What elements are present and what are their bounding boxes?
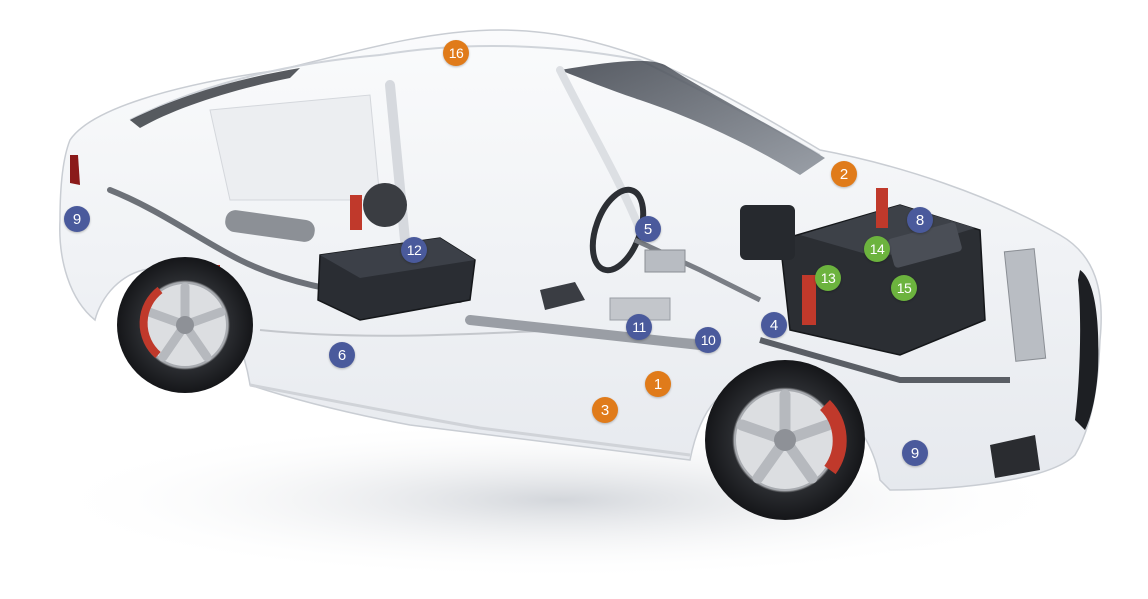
callout-marker-2[interactable]: 2: [831, 161, 857, 187]
fog-light: [990, 435, 1040, 478]
rear-brake-disc: [363, 183, 407, 227]
callout-marker-11[interactable]: 11: [626, 314, 652, 340]
callout-marker-9-front[interactable]: 9: [902, 440, 928, 466]
radiator: [1003, 248, 1047, 362]
callout-marker-16[interactable]: 16: [443, 40, 469, 66]
front-subframe: [759, 337, 1010, 383]
rear-upper-shock: [350, 195, 362, 230]
upper-coil-spring: [876, 188, 888, 228]
callout-marker-1[interactable]: 1: [645, 371, 671, 397]
intake-manifold: [888, 222, 962, 268]
seat: [540, 282, 585, 310]
front-wheel: [705, 360, 865, 520]
callout-marker-6[interactable]: 6: [329, 342, 355, 368]
windshield: [560, 60, 825, 175]
battery-top: [320, 238, 475, 278]
callout-marker-5[interactable]: 5: [635, 216, 661, 242]
callout-marker-15[interactable]: 15: [891, 275, 917, 301]
rear-window: [130, 68, 300, 128]
steering-rack: [644, 249, 686, 273]
front-grille: [1075, 270, 1099, 430]
rear-wheel: [117, 257, 253, 393]
rear-cabin-panel: [209, 94, 381, 201]
front-coil-spring: [802, 275, 816, 325]
callout-marker-8[interactable]: 8: [907, 207, 933, 233]
tail-light: [70, 155, 80, 185]
muffler: [225, 210, 315, 242]
b-pillar: [385, 80, 410, 245]
callout-marker-3[interactable]: 3: [592, 397, 618, 423]
callout-marker-14[interactable]: 14: [864, 236, 890, 262]
callout-marker-12[interactable]: 12: [401, 237, 427, 263]
air-box: [740, 205, 795, 260]
driveshaft: [465, 315, 705, 350]
a-pillar: [556, 66, 644, 234]
callout-marker-9-rear[interactable]: 9: [64, 206, 90, 232]
callout-marker-10[interactable]: 10: [695, 327, 721, 353]
rocker-panel: [249, 383, 691, 457]
callout-marker-4[interactable]: 4: [761, 312, 787, 338]
callout-marker-13[interactable]: 13: [815, 265, 841, 291]
